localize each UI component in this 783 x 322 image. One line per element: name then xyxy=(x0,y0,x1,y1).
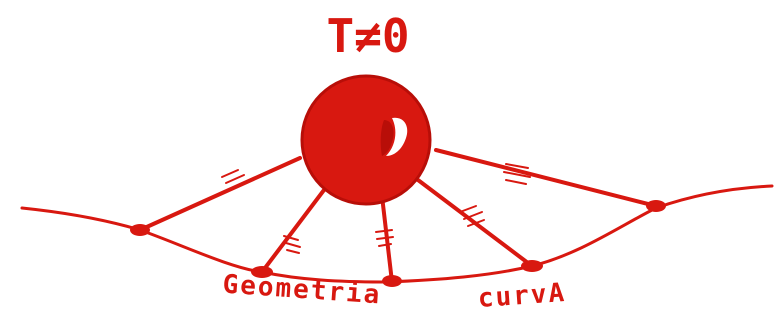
dash-mark-1 xyxy=(222,170,250,189)
mass-sphere xyxy=(302,76,430,204)
connection-line-1 xyxy=(140,158,300,230)
contact-point-3 xyxy=(382,275,402,287)
connection-line-2 xyxy=(262,190,324,272)
contact-points xyxy=(130,200,666,287)
contact-point-4 xyxy=(521,260,543,272)
contact-point-1 xyxy=(130,224,150,236)
label-left: Geometria xyxy=(222,269,383,310)
label-right: curvA xyxy=(477,278,567,314)
contact-point-5 xyxy=(646,200,666,212)
title-label: T≠0 xyxy=(326,9,409,63)
connection-line-5 xyxy=(436,150,656,206)
